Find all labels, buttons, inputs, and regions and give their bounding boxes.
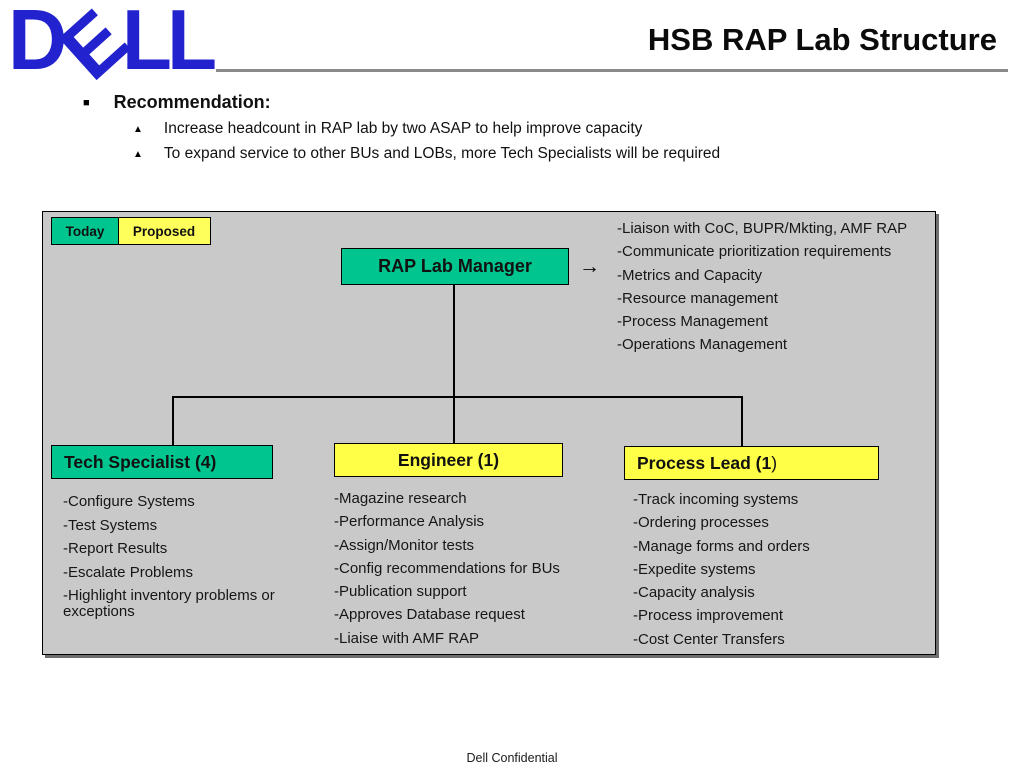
duty-item: -Escalate Problems	[63, 563, 194, 581]
recommendation-heading-row: ■ Recommendation:	[83, 92, 271, 113]
logo-letter: L	[121, 0, 172, 88]
page-title: HSB RAP Lab Structure	[647, 22, 997, 57]
duty-item: -Cost Center Transfers	[633, 630, 785, 648]
node-rap-lab-manager: RAP Lab Manager	[341, 248, 569, 285]
duty-item: -Publication support	[334, 583, 467, 601]
duty-item: -Liaise with AMF RAP	[334, 629, 480, 647]
duty-item: -Ordering processes	[633, 514, 769, 532]
duty-item: -Expedite systems	[633, 560, 756, 578]
connector-line-vertical	[453, 284, 455, 397]
node-title: RAP Lab Manager	[378, 256, 532, 276]
node-title: Engineer (1)	[397, 449, 500, 470]
recommendation-heading: Recommendation:	[113, 92, 271, 112]
legend-proposed: Proposed	[117, 217, 211, 245]
legend-proposed-label: Proposed	[132, 223, 196, 239]
recommendation-item: ▲ Increase headcount in RAP lab by two A…	[133, 120, 642, 138]
connector-line-stub-right	[741, 396, 743, 447]
legend-today: Today	[51, 217, 119, 245]
duty-item: -Magazine research	[334, 490, 467, 507]
engineer-duties-list: -Magazine research -Performance Analysis…	[334, 490, 594, 654]
square-bullet-icon: ■	[83, 96, 90, 109]
node-engineer: Engineer (1)	[334, 443, 563, 477]
duty-item: -Config recommendations for BUs	[334, 559, 560, 577]
duty-item: -Configure Systems	[63, 493, 195, 510]
duty-item: -Highlight inventory problems or excepti…	[63, 587, 275, 620]
duty-item: -Process Management	[617, 313, 768, 331]
node-title-suffix: )	[771, 452, 778, 473]
recommendation-item-text: Increase headcount in RAP lab by two ASA…	[163, 120, 643, 137]
header-divider	[216, 69, 1008, 72]
logo-letter: D	[8, 0, 67, 88]
org-chart-panel: Today Proposed RAP Lab Manager → -Liaiso…	[42, 211, 936, 655]
triangle-bullet-icon: ▲	[133, 148, 143, 160]
node-title: Tech Specialist (4)	[64, 451, 217, 472]
duty-item: -Performance Analysis	[334, 513, 485, 531]
duty-item: -Report Results	[63, 540, 168, 557]
recommendation-item-text: To expand service to other BUs and LOBs,…	[163, 145, 721, 162]
node-title: Process Lead (1	[637, 452, 772, 473]
connector-line-stub-middle	[453, 396, 455, 444]
manager-duties-list: -Liaison with CoC, BUPR/Mkting, AMF RAP …	[617, 220, 939, 361]
triangle-bullet-icon: ▲	[133, 123, 143, 135]
duty-item: -Capacity analysis	[633, 584, 755, 602]
duty-item: -Resource management	[617, 289, 778, 307]
node-tech-specialist: Tech Specialist (4)	[51, 445, 273, 479]
footer-confidential-label: Dell Confidential	[466, 751, 558, 765]
tech-specialist-duties-list: -Configure Systems -Test Systems -Report…	[63, 494, 275, 627]
duty-item: -Assign/Monitor tests	[334, 536, 475, 554]
process-lead-duties-list: -Track incoming systems -Ordering proces…	[633, 491, 873, 655]
duty-item: -Operations Management	[617, 336, 788, 354]
duty-item: -Metrics and Capacity	[617, 266, 763, 284]
node-process-lead: Process Lead (1)	[624, 446, 879, 480]
logo-letter: L	[167, 0, 217, 88]
duty-item: -Liaison with CoC, BUPR/Mkting, AMF RAP	[617, 220, 908, 237]
legend-today-label: Today	[65, 223, 105, 239]
duty-item: -Communicate prioritization requirements	[617, 243, 892, 261]
right-arrow-icon: →	[579, 255, 600, 278]
duty-item: -Test Systems	[63, 516, 158, 534]
connector-line-stub-left	[172, 396, 174, 446]
duty-item: -Manage forms and orders	[633, 537, 810, 555]
recommendation-item: ▲ To expand service to other BUs and LOB…	[133, 145, 720, 163]
connector-line-horizontal	[172, 396, 743, 398]
duty-item: -Approves Database request	[334, 606, 525, 624]
duty-item: -Process improvement	[633, 607, 784, 625]
duty-item: -Track incoming systems	[633, 491, 799, 508]
